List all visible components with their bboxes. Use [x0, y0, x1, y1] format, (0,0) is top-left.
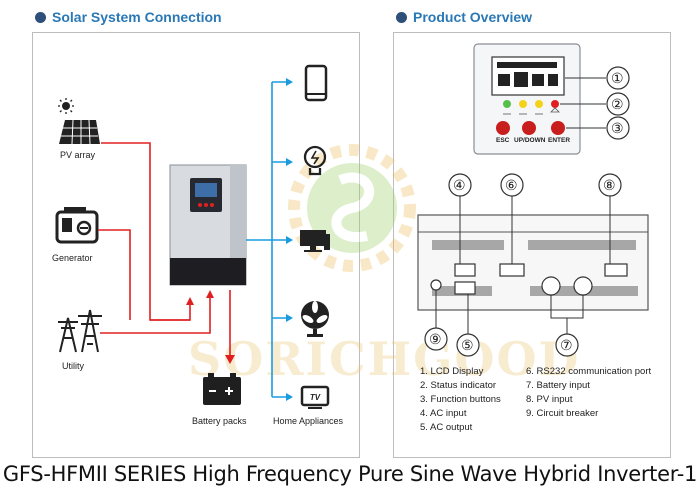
- legend-item: 6. RS232 communication port: [526, 366, 652, 377]
- callout-7: ⑦: [560, 337, 573, 353]
- bullet-icon: [396, 11, 407, 23]
- svg-text:TV: TV: [310, 393, 321, 402]
- legend-item: 9. Circuit breaker: [526, 408, 599, 419]
- product-overview-title: Product Overview: [396, 9, 532, 25]
- ac-input-port: [454, 263, 476, 277]
- battery-label: Battery packs: [192, 416, 247, 426]
- led-red: [551, 100, 559, 108]
- battery-port-1: [541, 276, 561, 296]
- led-green: [503, 100, 511, 108]
- fan-icon: [301, 301, 329, 337]
- pv-array-label: PV array: [60, 150, 96, 160]
- circuit-breaker: [430, 279, 442, 291]
- rs232-port: [499, 263, 525, 277]
- enter-label: ENTER: [548, 137, 571, 144]
- legend-item: 5. AC output: [420, 422, 473, 433]
- product-caption: GFS-HFMII SERIES High Frequency Pure Sin…: [2, 462, 698, 486]
- legend-right: 6. RS232 communication port 7. Battery i…: [526, 365, 651, 421]
- battery-port-2: [573, 276, 593, 296]
- callout-3: ③: [611, 120, 624, 136]
- callout-9: ⑨: [429, 331, 442, 347]
- legend-left: 1. LCD Display 2. Status indicator 3. Fu…: [420, 365, 501, 435]
- solar-connection-title-text: Solar System Connection: [52, 9, 222, 25]
- input-lines: [98, 142, 231, 358]
- bullet-icon: [35, 11, 46, 23]
- inverter-unit: [169, 164, 247, 286]
- callout-1: ①: [611, 70, 624, 86]
- esc-label: ESC: [496, 137, 510, 144]
- led-yellow-2: [535, 100, 543, 108]
- pv-input-port: [604, 263, 628, 277]
- computer-icon: [300, 230, 330, 252]
- legend-item: 8. PV input: [526, 394, 573, 405]
- light-bulb-icon: [303, 145, 327, 176]
- callout-4: ④: [453, 177, 466, 193]
- tv-icon: TV: [300, 385, 330, 409]
- legend-item: 4. AC input: [420, 408, 467, 419]
- utility-label: Utility: [62, 361, 84, 371]
- enter-button: [551, 121, 565, 135]
- callout-8: ⑧: [603, 177, 616, 193]
- phone-icon: [304, 64, 328, 102]
- updown-label: UP/DOWN: [514, 137, 546, 144]
- watermark-text: SORICHGOOD: [188, 332, 581, 386]
- utility-tower-icon: [58, 309, 102, 353]
- generator-label: Generator: [52, 253, 93, 263]
- esc-button: [496, 121, 510, 135]
- legend-item: 2. Status indicator: [420, 380, 497, 391]
- callout-5: ⑤: [461, 337, 474, 353]
- appliances-label: Home Appliances: [273, 416, 344, 426]
- battery-icon: [203, 373, 241, 405]
- callout-6: ⑥: [505, 177, 518, 193]
- solar-connection-title: Solar System Connection: [35, 9, 222, 25]
- ac-output-port: [454, 281, 476, 295]
- legend-item: 1. LCD Display: [420, 366, 484, 377]
- legend-item: 3. Function buttons: [420, 394, 501, 405]
- led-yellow-1: [519, 100, 527, 108]
- pv-array-icon: [58, 98, 100, 145]
- product-overview-title-text: Product Overview: [413, 9, 533, 25]
- legend-item: 7. Battery input: [526, 380, 590, 391]
- callout-2: ②: [611, 96, 624, 112]
- generator-icon: [55, 207, 99, 244]
- updown-button: [522, 121, 536, 135]
